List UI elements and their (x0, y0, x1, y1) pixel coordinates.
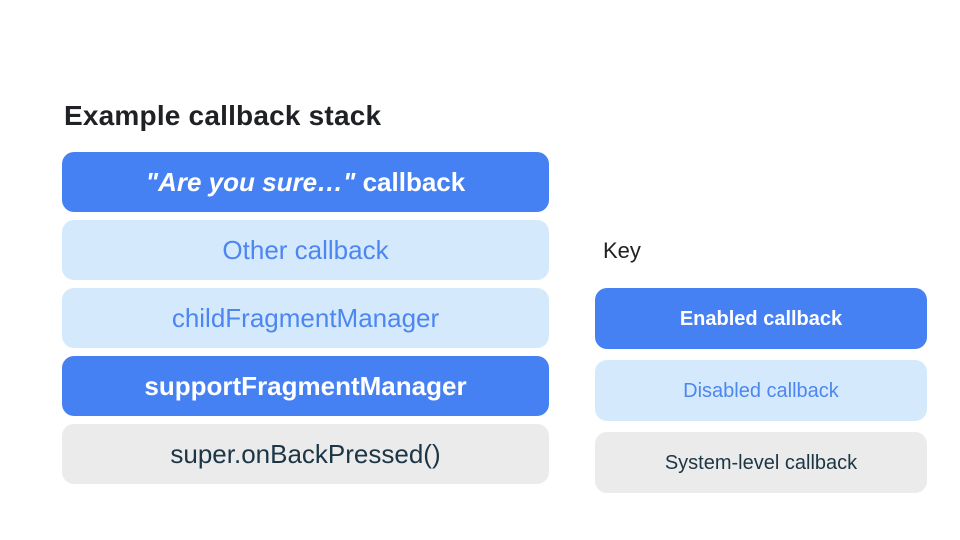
stack-item-label-quoted: "Are you sure…" (145, 167, 356, 197)
key-title: Key (603, 238, 641, 263)
stack-item-label: childFragmentManager (171, 303, 440, 333)
stack-item-label-rest: callback (355, 167, 466, 197)
key-item-label: Disabled callback (683, 379, 839, 402)
callback-stack: "Are you sure…" callback Other callback … (62, 152, 549, 484)
key-item-label: Enabled callback (679, 307, 843, 330)
stack-item-super-on-back-pressed: super.onBackPressed() (62, 424, 549, 484)
key-item-system-level-callback: System-level callback (595, 432, 927, 493)
stack-item-child-fragment-manager: childFragmentManager (62, 288, 549, 348)
key-item-disabled-callback: Disabled callback (595, 360, 927, 421)
stack-item-label: Other callback (222, 235, 389, 265)
stack-item-label: supportFragmentManager (144, 371, 467, 401)
key-item-label: System-level callback (664, 451, 858, 474)
stack-item-support-fragment-manager: supportFragmentManager (62, 356, 549, 416)
stack-item-other-callback: Other callback (62, 220, 549, 280)
stack-item-are-you-sure-callback: "Are you sure…" callback (62, 152, 549, 212)
key-legend: Enabled callback Disabled callback Syste… (595, 288, 927, 493)
stack-title: Example callback stack (64, 100, 382, 131)
key-item-enabled-callback: Enabled callback (595, 288, 927, 349)
stack-item-label: super.onBackPressed() (170, 439, 441, 469)
